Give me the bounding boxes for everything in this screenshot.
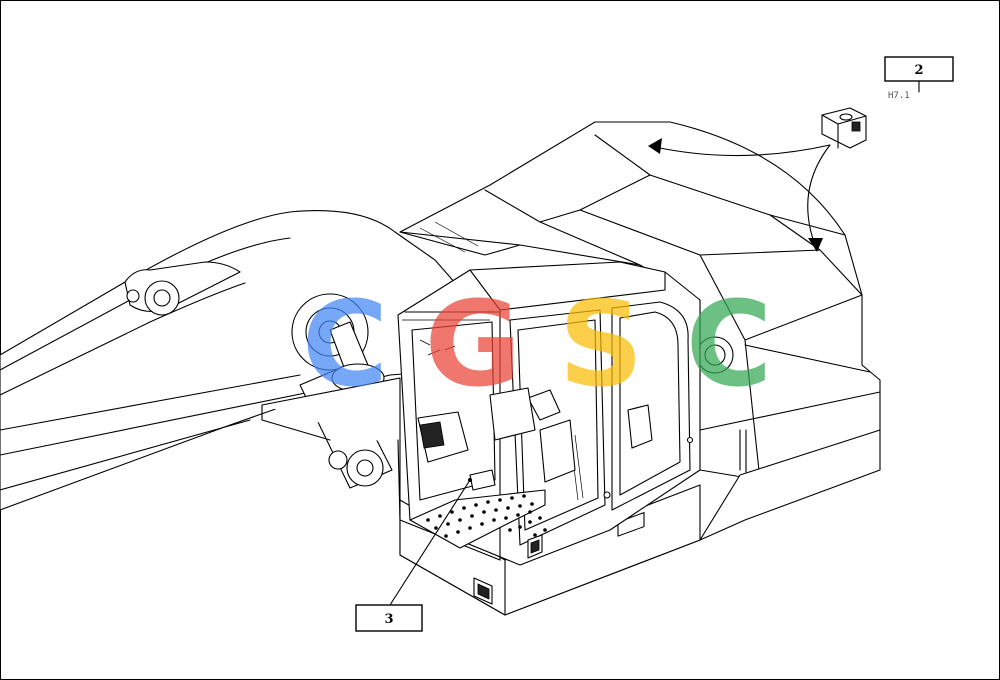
callout-2-label: 2 (914, 63, 923, 78)
leader-dot-3 (468, 478, 472, 482)
callout-2-box (884, 56, 954, 82)
callout-2-ref: H7.1 (888, 91, 910, 101)
callout-2[interactable]: 2 H7.1 (884, 56, 954, 101)
floor-grating-holes (426, 494, 547, 538)
operator-cab (397, 261, 701, 566)
leader-line-3 (389, 479, 471, 606)
watermark-letter: S (559, 275, 644, 413)
callout-3-box (355, 604, 423, 632)
callout-3-label: 3 (384, 612, 393, 627)
callout-arrows (648, 138, 831, 252)
watermark-letter: C (302, 275, 389, 413)
watermark-letter: G (425, 275, 522, 413)
watermark-letter: C (686, 275, 773, 413)
excavator-boom (0, 210, 471, 511)
callout-3[interactable]: 3 (355, 604, 423, 632)
part-2-illustration (821, 107, 867, 149)
